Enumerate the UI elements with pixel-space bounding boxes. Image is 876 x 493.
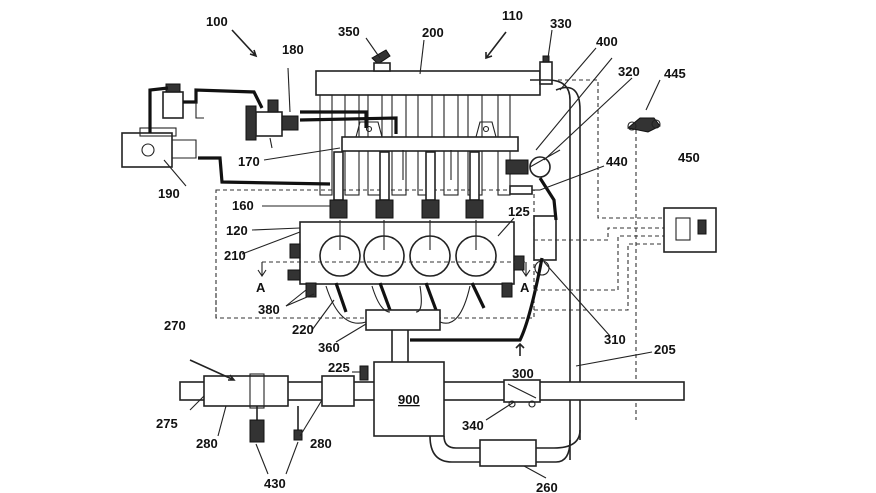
label-275: 275: [156, 416, 178, 431]
label-205: 205: [654, 342, 676, 357]
section-label-a-left: A: [256, 280, 266, 295]
catalyst-280a: [203, 373, 289, 409]
label-280-left: 280: [196, 436, 218, 451]
catalyst-280b: [321, 375, 355, 407]
label-180: 180: [282, 42, 304, 57]
label-100: 100: [206, 14, 228, 29]
ignition-coils: [305, 282, 513, 313]
label-360: 360: [318, 340, 340, 355]
egr-cooler-310: [533, 215, 557, 276]
label-225: 225: [328, 360, 350, 375]
sensors-430: [249, 406, 303, 443]
label-350: 350: [338, 24, 360, 39]
label-430: 430: [264, 476, 286, 491]
exhaust-manifold: [325, 285, 471, 362]
filler-valve-350: [371, 49, 391, 72]
controller-450: [663, 207, 717, 253]
label-330: 330: [550, 16, 572, 31]
label-110: 110: [502, 8, 523, 23]
valve-340: [503, 379, 541, 408]
label-320: 320: [618, 64, 640, 79]
reference-labels: 100 110 120 125 160 170 180 190 200 205 …: [156, 8, 700, 493]
fuel-pump-180: [245, 99, 299, 149]
sensor-330: [539, 55, 553, 85]
label-120: 120: [226, 223, 248, 238]
egr-valve-320: [505, 149, 561, 178]
label-310: 310: [604, 332, 626, 347]
section-label-a-right: A: [520, 280, 530, 295]
section-line-a: [257, 261, 531, 277]
label-190: 190: [158, 186, 180, 201]
label-900: 900: [398, 392, 420, 407]
fuel-tank-190: [121, 127, 197, 168]
fuel-rail: [341, 121, 519, 152]
label-400: 400: [596, 34, 618, 49]
engine-block: [287, 220, 525, 285]
label-440: 440: [606, 154, 628, 169]
label-170: 170: [238, 154, 260, 169]
sensor-225: [359, 365, 369, 381]
label-340: 340: [462, 418, 484, 433]
label-220: 220: [292, 322, 314, 337]
label-160: 160: [232, 198, 254, 213]
injectors: [329, 150, 484, 219]
egr-return-260: [429, 429, 581, 467]
label-380: 380: [258, 302, 280, 317]
label-445: 445: [664, 66, 686, 81]
label-300: 300: [512, 366, 534, 381]
sensor-440: [509, 185, 540, 195]
label-280-right: 280: [310, 436, 332, 451]
label-270: 270: [164, 318, 186, 333]
turbo-900: [373, 361, 445, 437]
label-450: 450: [678, 150, 700, 165]
label-210: 210: [224, 248, 246, 263]
fuel-filter: [162, 83, 184, 119]
label-260: 260: [536, 480, 558, 493]
sensor-445: [626, 117, 661, 133]
label-200: 200: [422, 25, 444, 40]
leader-lines: [163, 29, 661, 479]
label-125: 125: [508, 204, 530, 219]
fuel-lines: [148, 86, 398, 186]
